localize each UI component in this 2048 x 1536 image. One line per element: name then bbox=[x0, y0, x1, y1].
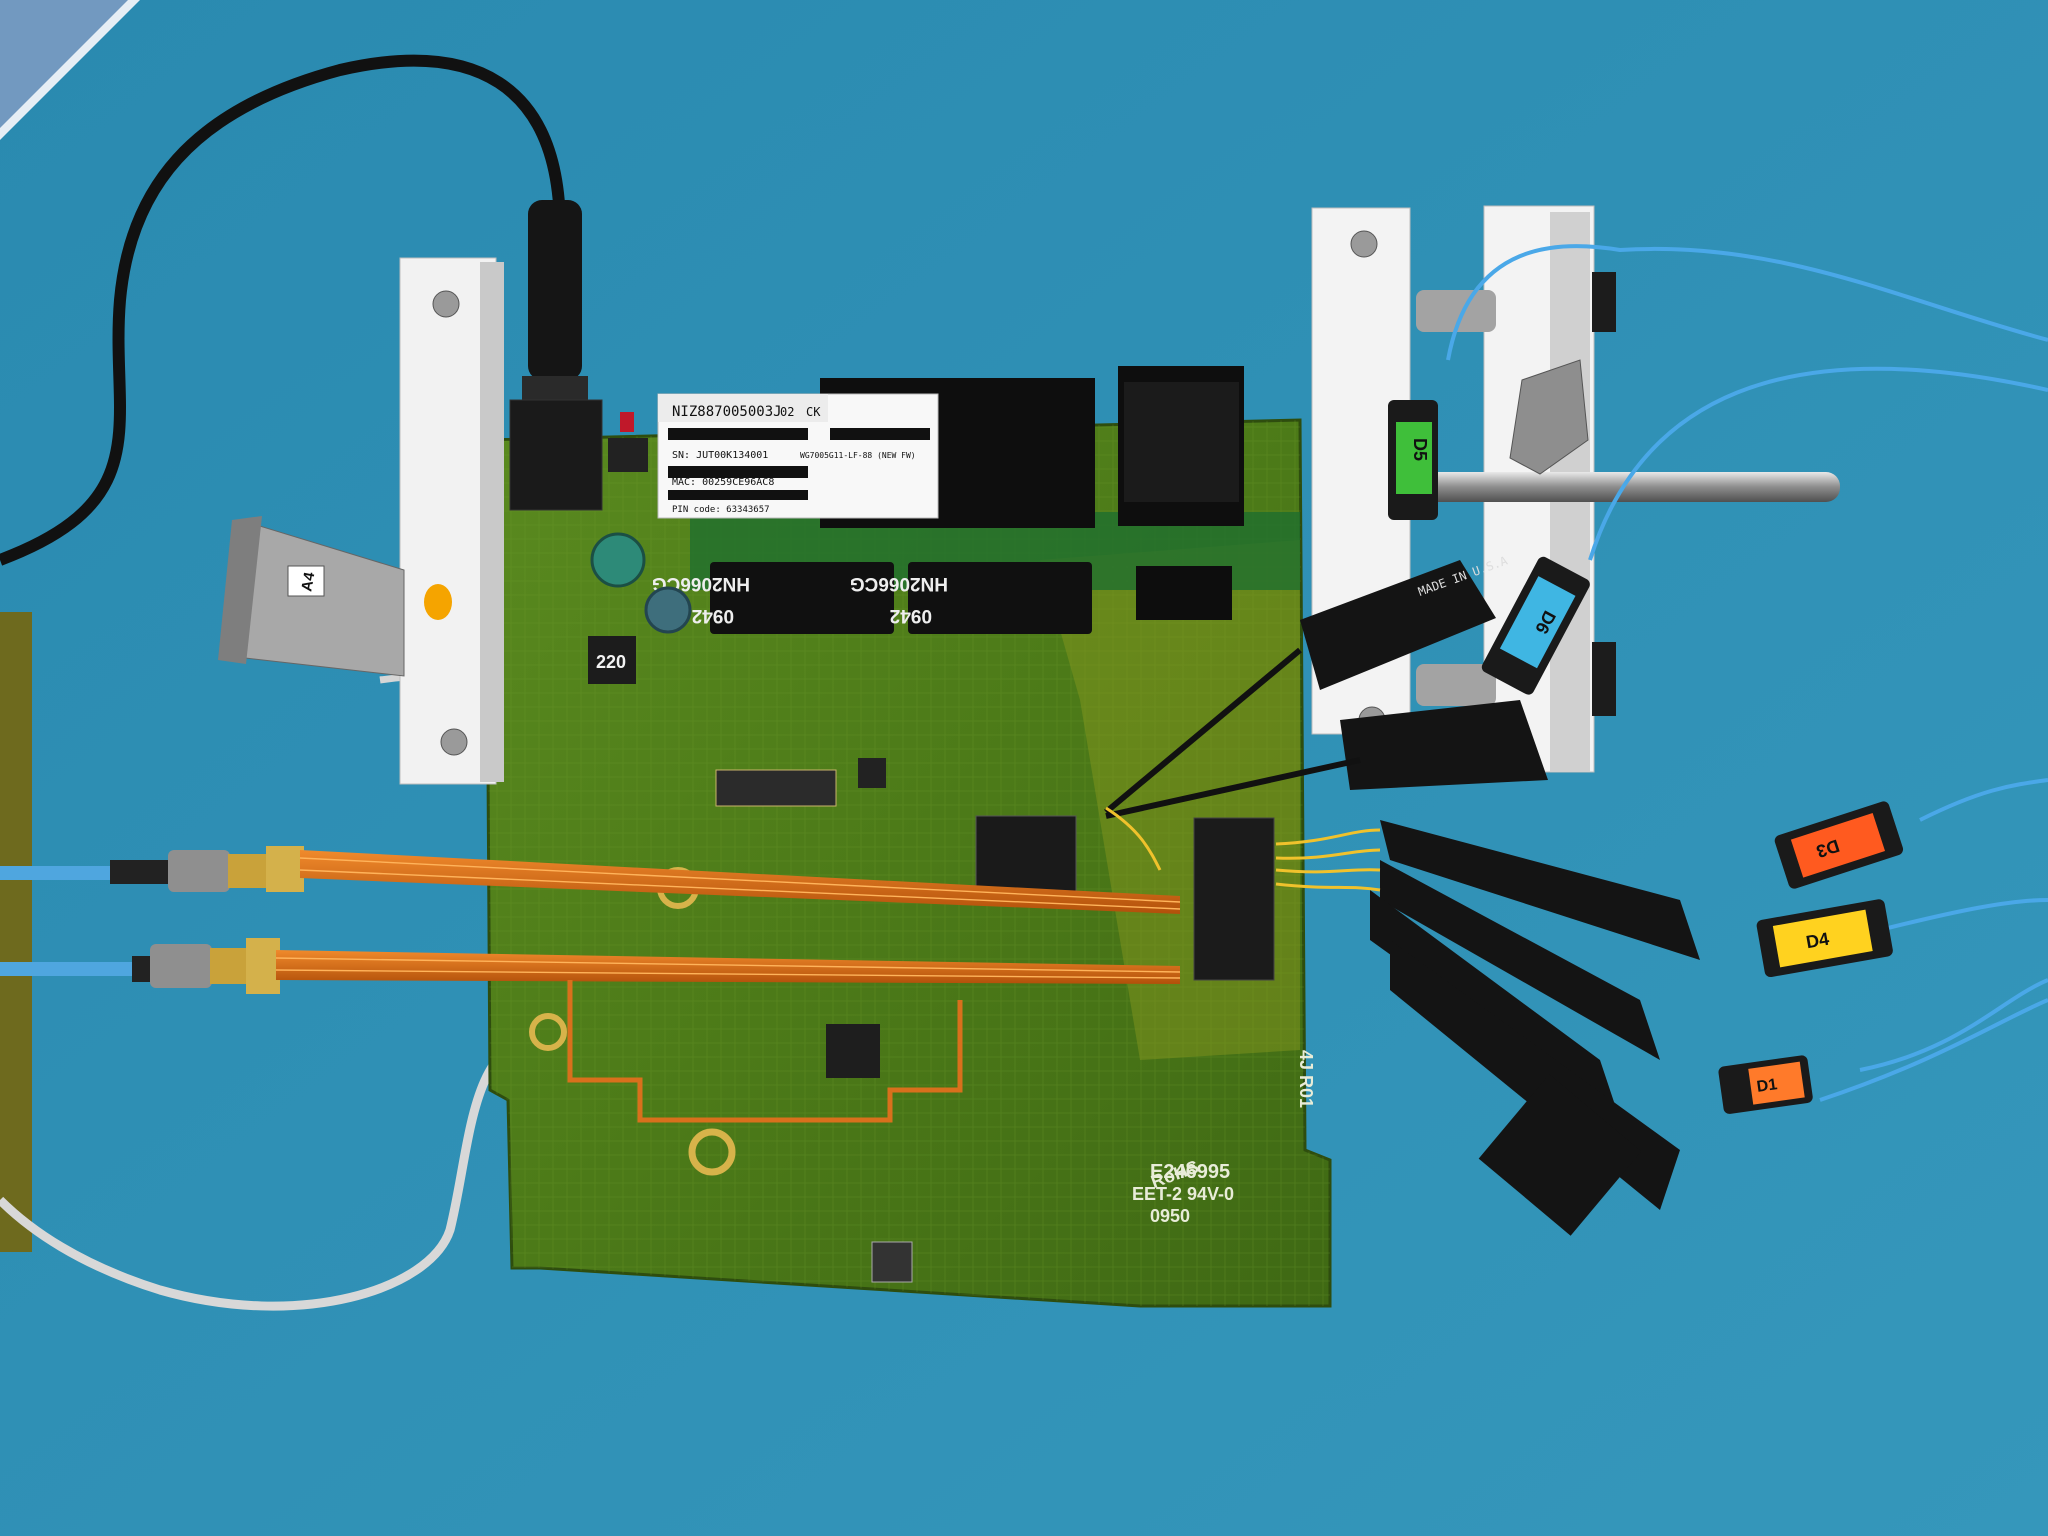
date-code: 0950 bbox=[1150, 1206, 1190, 1226]
sticker-serial-top: NIZ887005003J bbox=[672, 404, 782, 420]
flash-chip bbox=[1193, 817, 1275, 981]
power-inductor: 220 bbox=[588, 636, 636, 684]
probe-clip-d4: D4 bbox=[1756, 899, 1893, 978]
ethernet-transformer-1: HN2066CG 0942 bbox=[652, 562, 894, 634]
clip-label-d5: D5 bbox=[1410, 438, 1430, 461]
probe-clip-d6: D6 bbox=[1481, 556, 1590, 695]
a4-tag bbox=[287, 565, 325, 597]
blue-coax-1 bbox=[0, 866, 120, 880]
sticker-rev: 02 bbox=[780, 405, 794, 419]
dc-power-plug bbox=[509, 200, 648, 511]
inductor-label: 220 bbox=[596, 652, 626, 672]
reset-button bbox=[871, 1241, 913, 1283]
small-ic bbox=[858, 758, 886, 788]
sticker-ck: CK bbox=[806, 405, 821, 419]
flex-cable-1 bbox=[299, 850, 1181, 914]
clip-label-d1: D1 bbox=[1756, 1076, 1779, 1096]
sticker-model: WG7005G11-LF-88 (NEW FW) bbox=[800, 451, 916, 460]
sticker-sn: SN: JUT00K134001 bbox=[672, 450, 768, 461]
probe-clip-d5: D5 bbox=[1388, 400, 1438, 520]
electrolytic-capacitors bbox=[590, 532, 692, 634]
solder-wires bbox=[1105, 806, 1381, 892]
screw-icon bbox=[432, 290, 460, 318]
transformer-code: 0942 bbox=[890, 605, 932, 626]
wing-nut bbox=[1509, 359, 1589, 475]
power-cable bbox=[0, 54, 566, 566]
sticker-pin: PIN code: 63343657 bbox=[672, 505, 770, 515]
ethernet-transformer-2: HN2066CG 0942 bbox=[850, 562, 1092, 634]
metal-bracket: A4 bbox=[218, 516, 405, 677]
board-rating: EET-2 94V-0 bbox=[1132, 1184, 1234, 1204]
transformer-code: 0942 bbox=[692, 605, 734, 626]
black-component bbox=[1136, 566, 1232, 620]
blue-coax-2 bbox=[0, 962, 150, 976]
probe-clip-d3: D3 bbox=[1774, 801, 1904, 889]
probe-clip-d1: D1 bbox=[1718, 1055, 1813, 1114]
sma-connector-2 bbox=[132, 938, 280, 994]
clip-label-d4: D4 bbox=[1804, 929, 1830, 953]
transformer-part: HN2066CG bbox=[850, 573, 948, 594]
probe-hooks bbox=[1300, 560, 1700, 1236]
sticker-mac: MAC: 00259CE96AC8 bbox=[672, 477, 774, 488]
ul-number: E246995 bbox=[1150, 1161, 1230, 1183]
router-pcb bbox=[484, 418, 1332, 1308]
coax-white-wire-lower bbox=[0, 1035, 539, 1311]
screw-icon bbox=[440, 728, 468, 756]
wifi-chip bbox=[826, 1024, 880, 1078]
barcode-bars bbox=[668, 428, 930, 500]
connector-tag-label: A4 bbox=[298, 570, 318, 592]
flex-cable-2 bbox=[275, 950, 1181, 984]
kapton-tape bbox=[0, 612, 32, 1252]
pin-header bbox=[715, 769, 837, 807]
screw-icon bbox=[1350, 230, 1378, 258]
side-code: 4J R01 bbox=[1296, 1050, 1316, 1108]
probe-wires bbox=[1446, 244, 2048, 1102]
sma-connector-1 bbox=[110, 846, 304, 892]
barcode-sticker: NIZ887005003J 02 CK SN: JUT00K134001 WG7… bbox=[657, 393, 939, 519]
left-clamp bbox=[399, 257, 504, 785]
